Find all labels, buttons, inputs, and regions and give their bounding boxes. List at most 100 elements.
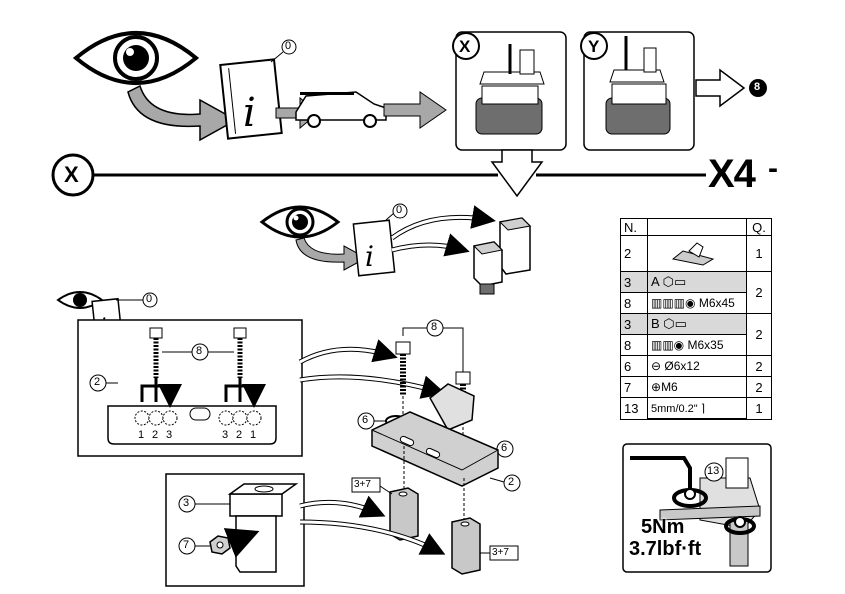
slot-number: 2	[236, 429, 243, 441]
part-number: 3	[620, 313, 648, 335]
callout-plate: 2	[94, 376, 101, 388]
part-number: 13	[620, 397, 648, 420]
next-step-arrow	[695, 68, 746, 108]
nut-size: M6	[661, 380, 678, 394]
table-row: 13 5mm/0.2" ⌉ 1	[620, 397, 772, 420]
flow-arrow	[299, 495, 386, 518]
table-row: 3 B ⬡▭ 2	[620, 313, 772, 356]
flow-arrow	[299, 520, 446, 555]
eye-icon	[259, 205, 341, 239]
foot-b-part	[472, 241, 504, 295]
foot-part	[451, 517, 481, 575]
part-desc: ⊕M6	[647, 376, 747, 398]
flow-arrow	[299, 519, 442, 555]
torque-value: 5Nm 3.7lbf·ft	[629, 516, 701, 560]
rotate-icon	[672, 488, 756, 535]
callout-tool: 13	[707, 465, 720, 477]
next-step-label: 8	[754, 81, 761, 93]
variant-x-label: X	[459, 37, 471, 56]
plate-icon	[671, 242, 715, 266]
slot-arrows-right	[224, 378, 254, 402]
slot-arrows-left	[140, 378, 170, 402]
down-arrow	[490, 149, 544, 198]
flow-arrow	[391, 233, 470, 257]
callout-washer: 6	[362, 414, 369, 426]
slot-number: 1	[138, 429, 145, 441]
part-qty: 1	[746, 235, 772, 272]
callout-bolt: 8	[196, 345, 203, 357]
manual-icon: i	[352, 212, 396, 277]
part-number: 3	[620, 271, 648, 293]
foot-assembly-x	[475, 44, 545, 135]
manual-ref-label: 0	[146, 293, 153, 305]
col-qty-header: Q.	[746, 218, 772, 236]
callout-bolt: 8	[431, 321, 438, 333]
part-qty: 1	[746, 397, 772, 420]
step-marker: X4	[708, 152, 756, 196]
callout-foot: 3	[183, 497, 190, 509]
bolt-size: M6x35	[687, 338, 724, 352]
part-number: 6	[620, 355, 648, 377]
callout-nut: 7	[183, 539, 190, 551]
table-row: 3 A ⬡▭ 2	[620, 271, 772, 314]
parts-table: N. Q. 2 1 3 A ⬡▭ 2 8 ▥▥▥◉ M6x45 3 B ⬡▭ 2…	[620, 218, 772, 420]
manual-ref-label: 0	[396, 204, 403, 216]
bolt-icon	[233, 327, 247, 378]
col-number-header: N.	[620, 218, 648, 236]
flow-arrow	[383, 91, 447, 129]
hex-key-icon	[630, 456, 692, 494]
flow-arrow	[295, 237, 368, 271]
bolt-icon	[149, 327, 163, 378]
svg-text:i: i	[243, 90, 256, 136]
foot-a-label: A	[651, 274, 659, 289]
part-number: 8	[620, 334, 648, 356]
table-row: 7 ⊕M6 2	[620, 376, 772, 398]
part-number: 8	[620, 292, 648, 314]
flow-arrow	[299, 375, 446, 399]
bolt-m6x45	[395, 341, 411, 396]
car-icon	[295, 91, 387, 128]
part-desc: ▥▥◉ M6x35	[647, 334, 747, 356]
eye-icon	[72, 31, 200, 85]
foot-b-label: B	[651, 316, 660, 331]
foot-a-part	[498, 217, 532, 275]
washer-size: Ø6x12	[664, 359, 700, 373]
slot-number: 3	[222, 429, 229, 441]
manual-ref-badge	[281, 39, 297, 55]
part-qty: 2	[746, 376, 772, 398]
callout-foot-combo: 3+7	[354, 479, 371, 490]
part-desc: ▥▥▥◉ M6x45	[647, 292, 747, 314]
svg-text:i: i	[365, 240, 374, 273]
washer-icon: ⊖	[651, 359, 665, 373]
part-qty: 2	[746, 313, 772, 356]
slot-number: 1	[250, 429, 257, 441]
nut-icon: ⊕	[651, 380, 662, 394]
table-row: 8 ▥▥◉ M6x35	[620, 334, 772, 356]
slot-number: 3	[166, 429, 173, 441]
foot-a-icon: ⬡▭	[662, 274, 687, 289]
base-plate	[371, 383, 499, 487]
manual-icon: i	[219, 51, 284, 140]
eye-icon	[56, 291, 104, 309]
slot-number: 2	[152, 429, 159, 441]
manual-ref-badge	[392, 203, 408, 219]
table-row: 6 ⊖ Ø6x12 2	[620, 355, 772, 377]
torque-nm: 5Nm	[641, 516, 685, 538]
part-image-plate-icon	[647, 235, 747, 272]
torque-lbf: 3.7lbf·ft	[629, 538, 702, 560]
callout-box	[351, 477, 381, 493]
part-desc: A ⬡▭	[647, 271, 747, 293]
part-desc: B ⬡▭	[647, 313, 747, 335]
part-number: 7	[620, 376, 648, 398]
callout-bubble	[426, 319, 444, 337]
flow-arrow	[299, 339, 398, 364]
flow-arrow	[127, 84, 238, 142]
bolt-icon: ▥▥◉	[651, 338, 688, 352]
part-qty: 2	[746, 271, 772, 314]
slot-holes	[134, 410, 262, 426]
variant-y-label: Y	[588, 37, 600, 56]
bolt-size: M6x45	[698, 296, 735, 310]
section-x-label: X	[64, 162, 79, 187]
manual-ref-label: 0	[285, 40, 292, 52]
